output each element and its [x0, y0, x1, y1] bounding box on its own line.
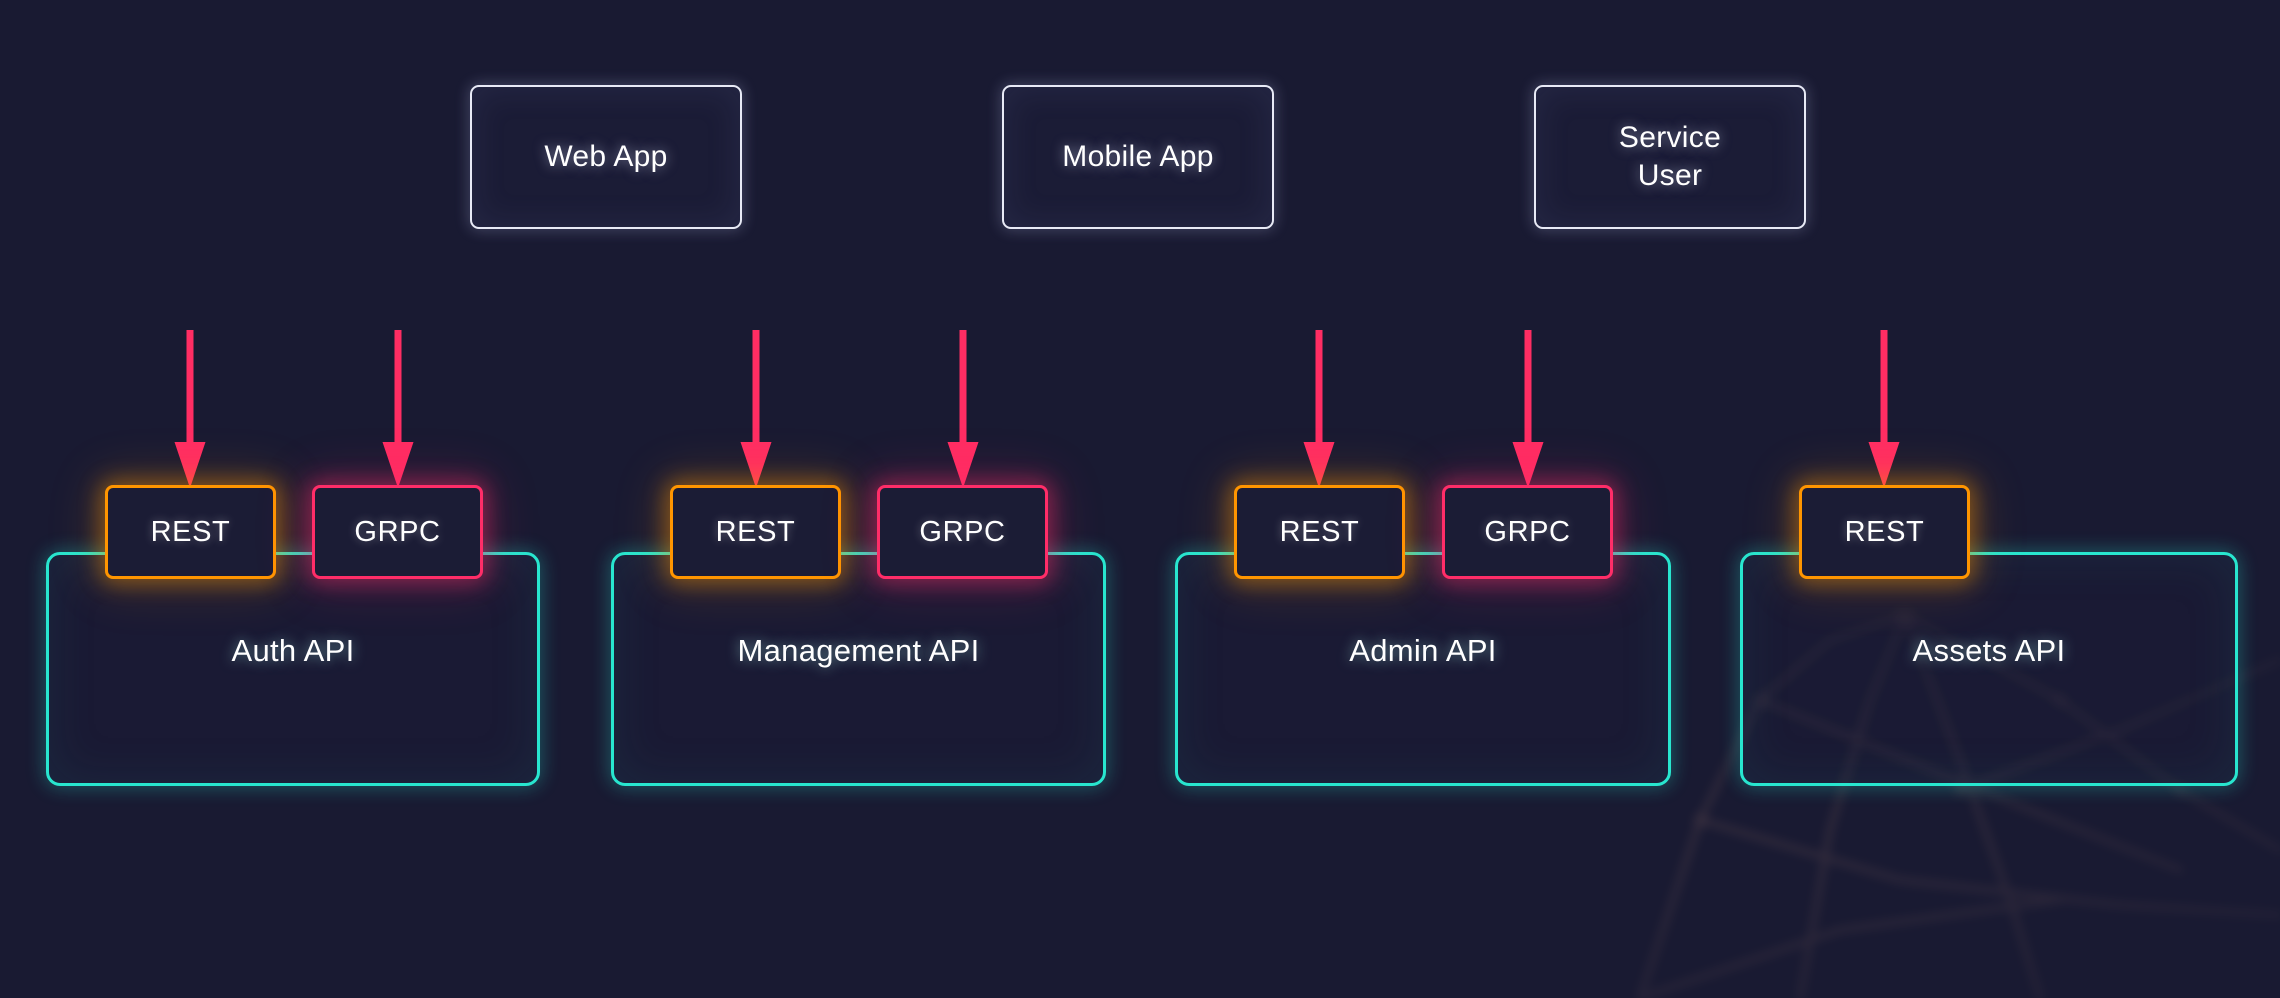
- arrow-down-icon-management-rest: [740, 330, 772, 488]
- api-group-label-management-api: Management API: [737, 633, 980, 668]
- protocol-box-admin-grpc[interactable]: GRPC: [1442, 485, 1613, 579]
- client-label-web-app: Web App: [544, 139, 668, 173]
- protocol-box-assets-rest[interactable]: REST: [1799, 485, 1970, 579]
- protocol-box-auth-rest[interactable]: REST: [105, 485, 276, 579]
- client-label-service-user: Service User: [1618, 120, 1722, 192]
- api-group-assets-api[interactable]: Assets API: [1740, 552, 2238, 786]
- protocol-box-management-grpc[interactable]: GRPC: [877, 485, 1048, 579]
- protocol-box-auth-grpc[interactable]: GRPC: [312, 485, 483, 579]
- protocol-label-management-rest: REST: [715, 515, 796, 548]
- protocol-label-assets-rest: REST: [1844, 515, 1925, 548]
- arrow-down-icon-admin-grpc: [1512, 330, 1544, 488]
- client-box-mobile-app[interactable]: Mobile App: [1002, 85, 1274, 229]
- protocol-label-management-grpc: GRPC: [919, 515, 1006, 548]
- api-group-label-auth-api: Auth API: [231, 633, 355, 668]
- arrow-down-icon-admin-rest: [1303, 330, 1335, 488]
- protocol-label-auth-rest: REST: [150, 515, 231, 548]
- api-group-label-admin-api: Admin API: [1349, 633, 1497, 668]
- client-box-service-user[interactable]: Service User: [1534, 85, 1806, 229]
- protocol-label-admin-grpc: GRPC: [1484, 515, 1571, 548]
- client-box-web-app[interactable]: Web App: [470, 85, 742, 229]
- api-group-auth-api[interactable]: Auth API: [46, 552, 540, 786]
- api-group-label-assets-api: Assets API: [1912, 633, 2066, 668]
- arrow-down-icon-assets-rest: [1868, 330, 1900, 488]
- protocol-box-management-rest[interactable]: REST: [670, 485, 841, 579]
- arrow-down-icon-auth-rest: [174, 330, 206, 488]
- protocol-box-admin-rest[interactable]: REST: [1234, 485, 1405, 579]
- api-group-admin-api[interactable]: Admin API: [1175, 552, 1671, 786]
- api-group-management-api[interactable]: Management API: [611, 552, 1106, 786]
- arrow-down-icon-auth-grpc: [382, 330, 414, 488]
- arrow-down-icon-management-grpc: [947, 330, 979, 488]
- protocol-label-admin-rest: REST: [1279, 515, 1360, 548]
- client-label-mobile-app: Mobile App: [1062, 139, 1214, 173]
- protocol-label-auth-grpc: GRPC: [354, 515, 441, 548]
